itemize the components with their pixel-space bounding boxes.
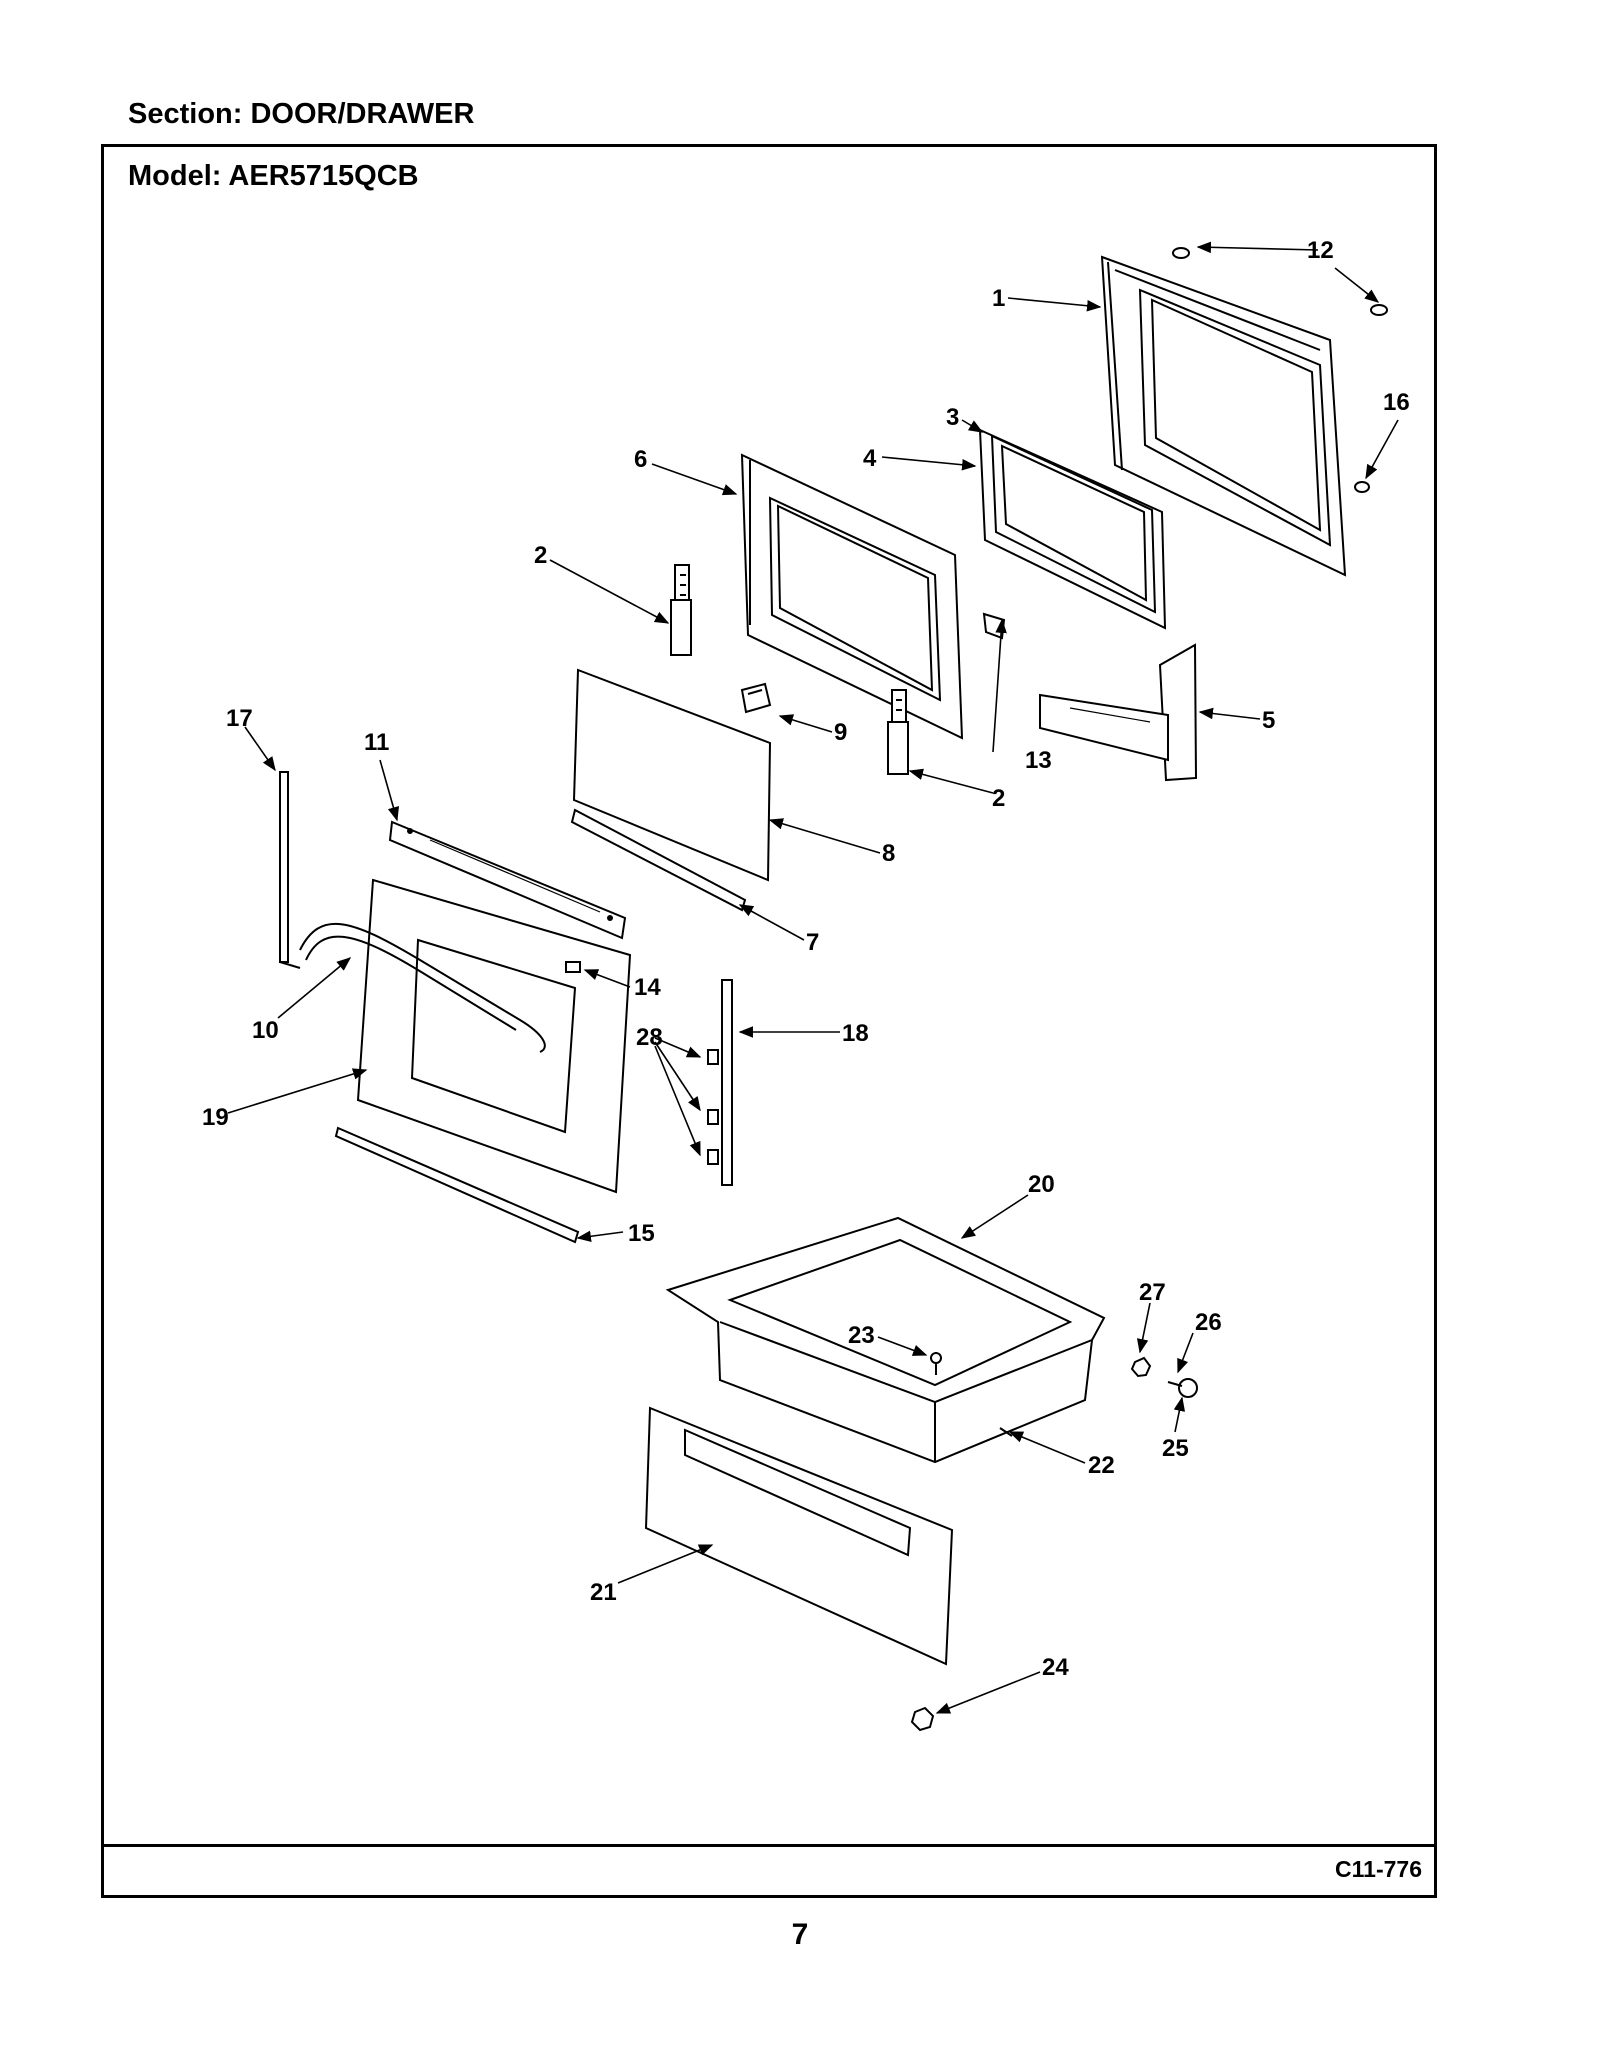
callout-13: 13 <box>1025 747 1052 774</box>
callout-19: 19 <box>202 1104 229 1131</box>
door-side-strip-right <box>721 979 733 1186</box>
bottom-door-trim <box>334 1126 580 1244</box>
small-screws <box>999 247 1388 1437</box>
callout-20: 20 <box>1028 1171 1055 1198</box>
door-side-strip-left <box>279 771 301 969</box>
callout-22: 22 <box>1088 1452 1115 1479</box>
callout-3: 3 <box>946 404 959 431</box>
drawer-nut <box>910 1706 935 1732</box>
callout-7: 7 <box>806 929 819 956</box>
callout-1: 1 <box>992 285 1005 312</box>
drawer-front-panel <box>644 1406 954 1666</box>
hinge-left <box>670 564 692 656</box>
model-title: Model: AER5715QCB <box>128 160 419 192</box>
diagram-frame <box>101 144 1437 1898</box>
door-handle <box>299 922 546 1053</box>
callout-9: 9 <box>834 719 847 746</box>
nut-27 <box>1130 1356 1152 1378</box>
callout-11: 11 <box>364 729 389 756</box>
callout-labels: 1 2 2 3 4 5 6 7 8 9 10 11 12 13 14 15 16… <box>202 237 1410 1681</box>
glass-panel <box>572 668 772 882</box>
callout-6: 6 <box>634 446 647 473</box>
callout-4: 4 <box>863 445 877 472</box>
top-vent-trim <box>388 820 627 940</box>
callout-27: 27 <box>1139 1279 1166 1306</box>
callout-26: 26 <box>1195 1309 1222 1336</box>
leader-lines <box>227 241 1399 1714</box>
callout-2a: 2 <box>534 542 547 569</box>
callout-23: 23 <box>848 1322 875 1349</box>
callout-18: 18 <box>842 1020 869 1047</box>
section-title: Section: DOOR/DRAWER <box>128 98 475 130</box>
hinge-right <box>887 689 909 775</box>
spacer-pads <box>707 1049 719 1165</box>
callout-24: 24 <box>1042 1654 1069 1681</box>
callout-5: 5 <box>1262 707 1275 734</box>
diagram-code: C11-776 <box>1335 1856 1422 1882</box>
screw <box>930 1352 942 1375</box>
callout-17: 17 <box>226 705 253 732</box>
callout-8: 8 <box>882 840 895 867</box>
footer-divider <box>101 1844 1437 1847</box>
door-inner-liner <box>1100 255 1347 577</box>
callout-16: 16 <box>1383 389 1410 416</box>
callout-15: 15 <box>628 1220 655 1247</box>
hinge-receptacle <box>740 682 772 714</box>
window-glass-assembly <box>978 428 1167 630</box>
outer-door-panel <box>356 878 632 1194</box>
door-frame <box>740 453 964 740</box>
callout-21: 21 <box>590 1579 617 1606</box>
callout-14: 14 <box>634 974 661 1001</box>
callout-10: 10 <box>252 1017 279 1044</box>
roller <box>1167 1378 1198 1398</box>
side-trim <box>1039 643 1198 782</box>
callout-25: 25 <box>1162 1435 1189 1462</box>
page-number: 7 <box>791 1918 809 1951</box>
callout-12: 12 <box>1307 237 1334 264</box>
callout-28: 28 <box>636 1024 663 1051</box>
callout-2b: 2 <box>992 785 1005 812</box>
